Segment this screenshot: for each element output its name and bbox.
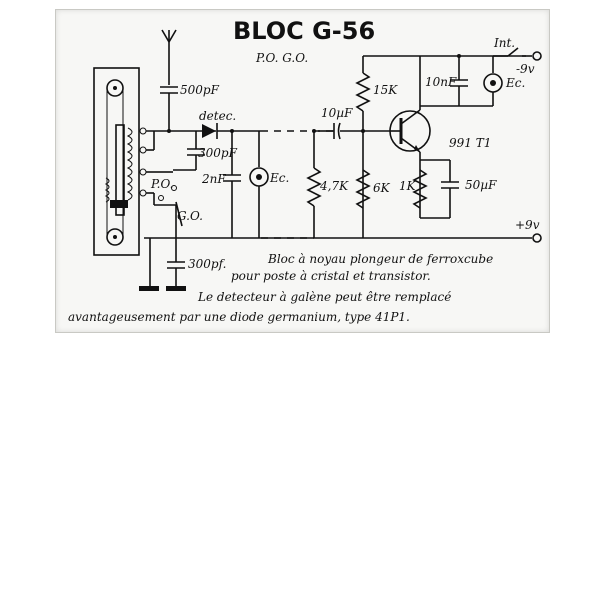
caption-line-1: Bloc à noyau plongeur de ferroxcube (267, 252, 493, 266)
earphone-2-label: Ec. (505, 76, 525, 90)
ferrite-coil-block (93, 67, 140, 256)
caption-line-4: avantageusement par une diode germanium,… (68, 310, 410, 324)
power-switch (507, 47, 519, 57)
emitter-res-label: 1K (399, 179, 417, 193)
transistor-label: 991 T1 (449, 136, 491, 150)
diagram-title: BLOC G-56 (233, 17, 375, 45)
antenna-cap-label: 500pF (180, 83, 220, 97)
pos-terminal (532, 233, 542, 243)
go-label: G.O. (177, 209, 203, 223)
detector-cap-label: 300pF (198, 146, 238, 160)
coupling-cap-label: 10µF (321, 106, 353, 120)
emitter-cap-label: 50µF (465, 178, 497, 192)
bias-bottom-label: 6K (373, 181, 391, 195)
schematic-sheet: BLOC G-56 P.O. G.O. 500pF P.O. (55, 9, 550, 333)
pos-supply-label: +9v (515, 218, 540, 232)
detector-label: detec. (199, 109, 236, 123)
caption-line-2: pour poste à cristal et transistor. (231, 269, 431, 283)
circuit-diagram: BLOC G-56 P.O. G.O. 500pF P.O. (68, 17, 542, 324)
antenna (160, 29, 178, 133)
neg-terminal (532, 51, 542, 61)
switch-label: Int. (493, 36, 515, 50)
ground-cap-label: 300pf. (188, 257, 226, 271)
neg-supply-label: -9v (516, 62, 535, 76)
detector-diode (202, 123, 261, 139)
filter-cap-label: 2nF (201, 172, 226, 186)
base-res-label: 4,7K (319, 179, 349, 193)
earphone-1-label: Ec. (269, 171, 289, 185)
collector-cap-label: 10nF (425, 75, 457, 89)
coil-taps (139, 127, 216, 205)
bias-top-label: 15K (373, 83, 398, 97)
transistor-symbol (389, 56, 431, 160)
po-label: P.O. (150, 177, 173, 191)
caption-line-3: Le detecteur à galène peut être remplacé (197, 290, 451, 304)
diagram-subtitle: P.O. G.O. (255, 51, 308, 65)
